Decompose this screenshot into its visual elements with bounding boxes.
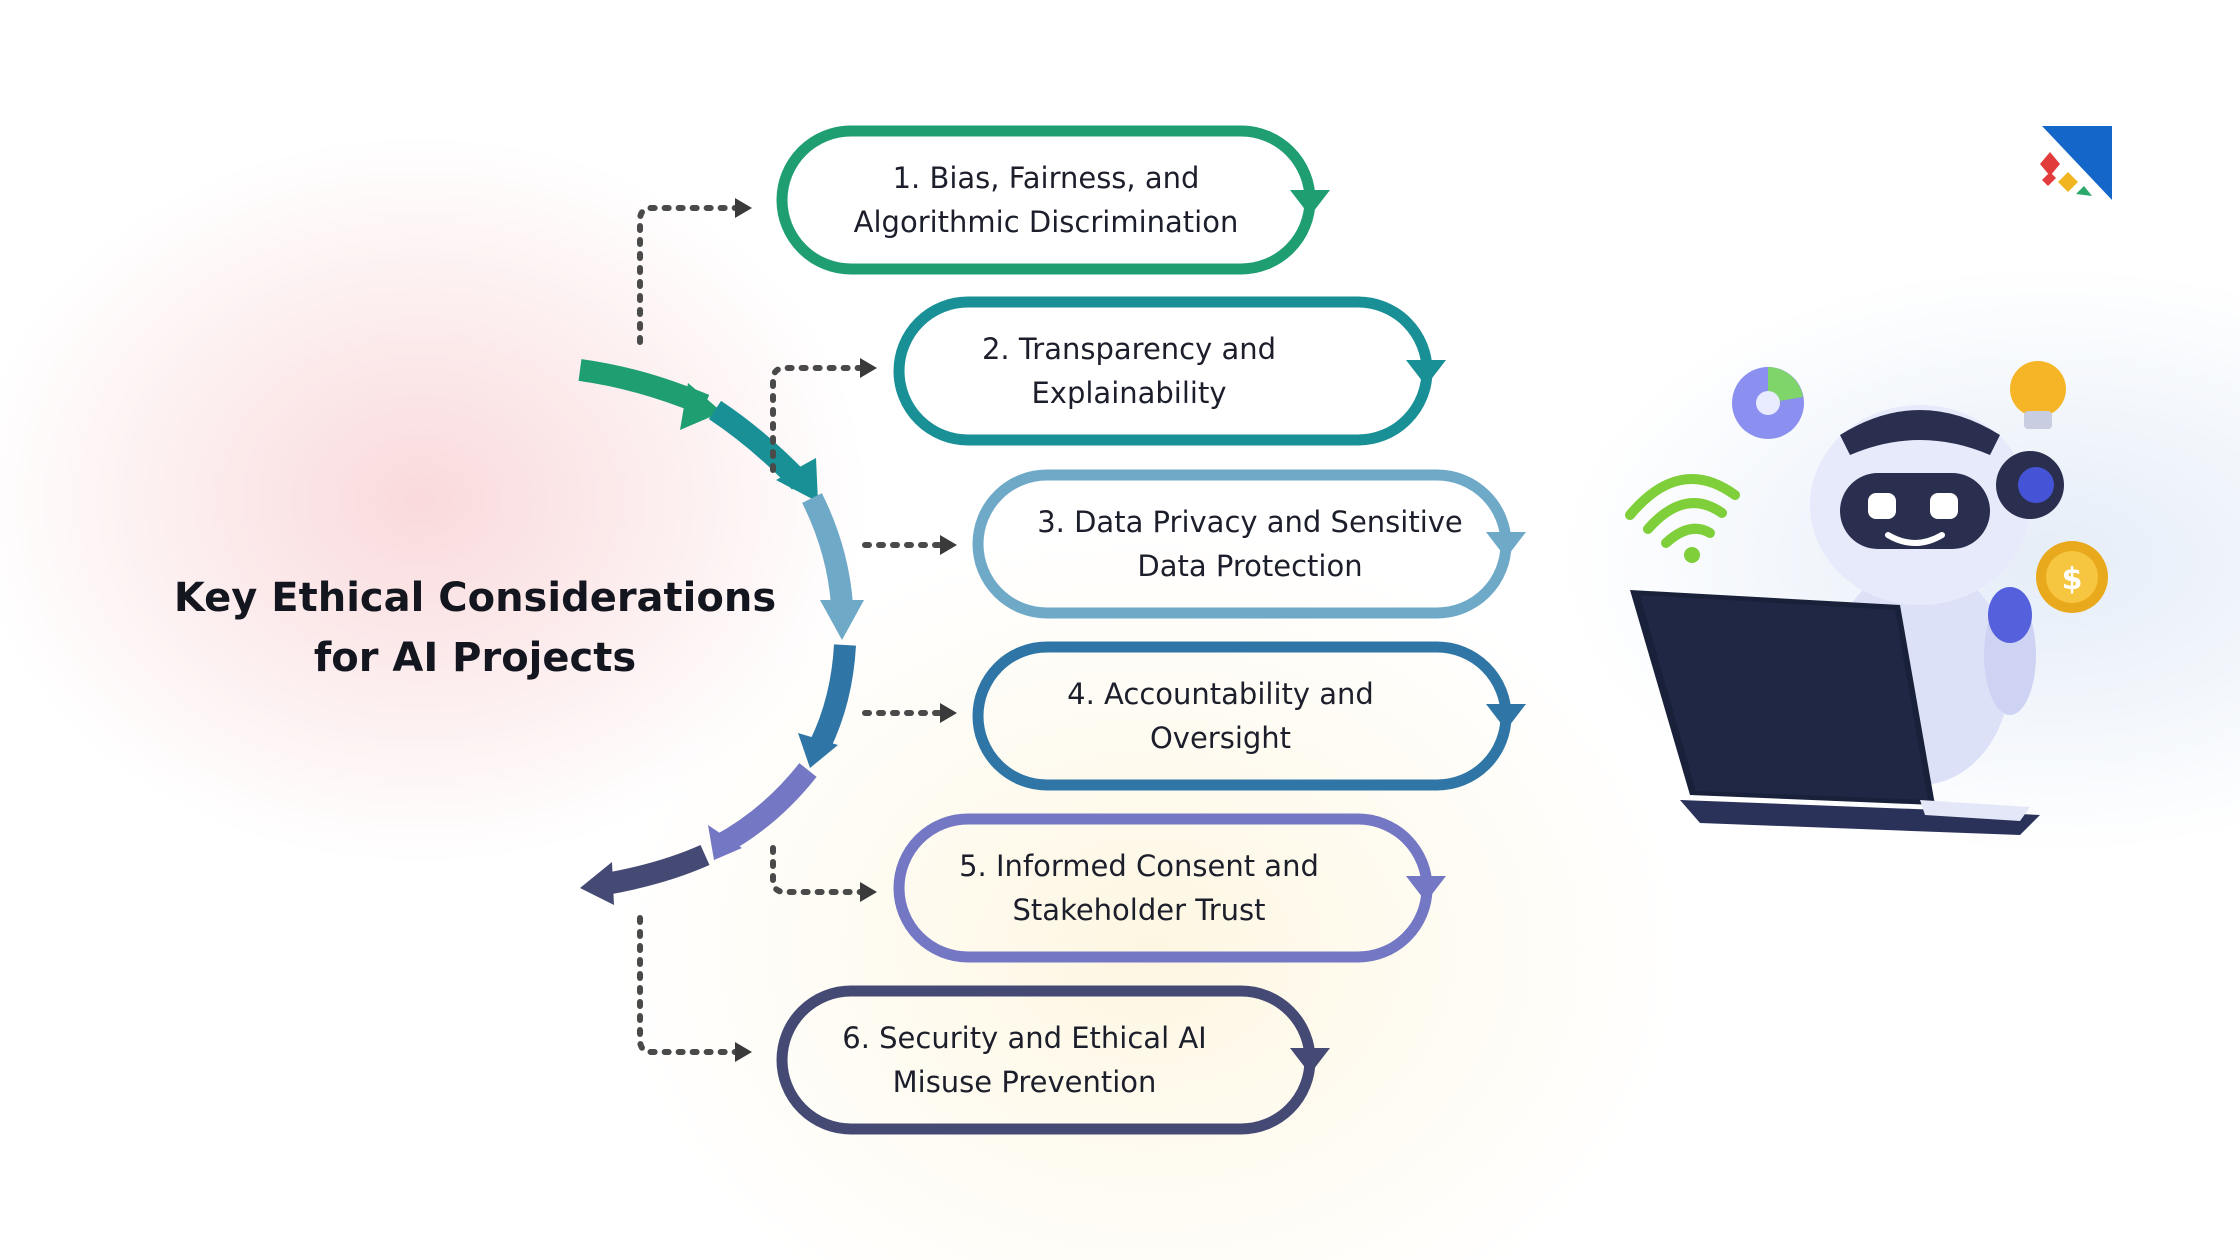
step-3-text: 3. Data Privacy and Sensitive Data Prote… [1000,500,1500,588]
step-3-line-2: Data Protection [1137,549,1363,583]
step-1-line-2: Algorithmic Discrimination [853,205,1239,239]
wifi-icon [1625,474,1740,563]
spine-segment-5 [714,763,817,855]
robot-laptop-illustration: $ [1625,361,2108,835]
step-3-line-1: 3. Data Privacy and Sensitive [1037,505,1463,539]
step-1-line-1: 1. Bias, Fairness, and [892,161,1200,195]
spine-arrowhead-6 [580,862,614,905]
spine-arrowhead-2 [776,458,818,502]
spine-segment-2 [708,400,808,490]
laptop-icon [1630,590,2040,835]
step-2-line-2: Explainability [1031,376,1227,410]
step-6-line-2: Misuse Prevention [892,1065,1157,1099]
step-4-text: 4. Accountability and Oversight [978,672,1463,760]
spine-arrowhead-5 [708,825,742,860]
coin-icon: $ [2036,541,2108,613]
spine-segment-6 [598,844,710,896]
step-5-arrowhead [1406,876,1446,902]
step-2-arrowhead [1406,360,1446,386]
step-capsules [776,125,1526,1135]
connector-1 [637,205,738,345]
step-5-line-1: 5. Informed Consent and [959,849,1319,883]
dotted-connectors [637,205,943,1055]
step-1-text: 1. Bias, Fairness, and Algorithmic Discr… [782,156,1310,244]
spine-arrowhead-1 [680,383,722,430]
connector-2 [770,365,863,473]
step-6-line-1: 6. Security and Ethical AI [842,1021,1207,1055]
step-2-line-1: 2. Transparency and [981,332,1277,366]
step-4-line-1: 4. Accountability and [1067,677,1374,711]
diagram-title-line-1: Key Ethical Considerations [173,575,777,621]
brand-logo-icon [2040,126,2112,200]
spine-segment-4 [810,644,856,750]
step-1-arrowhead [1290,190,1330,216]
pie-chart-icon [1732,367,1804,439]
step-6-arrowhead [1290,1048,1330,1074]
connector-arrowheads [735,198,957,1062]
curved-arrow-spine [578,359,864,905]
step-2-text: 2. Transparency and Explainability [899,327,1359,415]
step-4-line-2: Oversight [1149,721,1292,755]
connector-5 [770,845,863,895]
spine-arrowhead-4 [798,733,838,768]
step-3-arrowhead [1486,532,1526,558]
spine-segment-3 [802,493,853,606]
step-5-line-2: Stakeholder Trust [1012,893,1266,927]
step-6-text: 6. Security and Ethical AI Misuse Preven… [782,1016,1267,1104]
step-5-text: 5. Informed Consent and Stakeholder Trus… [899,844,1379,932]
step-4-arrowhead [1486,704,1526,730]
spine-arrowhead-3 [820,600,864,640]
diagram-title-line-2: for AI Projects [313,635,637,681]
svg-text:$: $ [2062,562,2083,597]
diagram-title: Key Ethical Considerations for AI Projec… [150,568,800,688]
connector-6 [637,915,738,1055]
lightbulb-icon [2010,361,2066,429]
